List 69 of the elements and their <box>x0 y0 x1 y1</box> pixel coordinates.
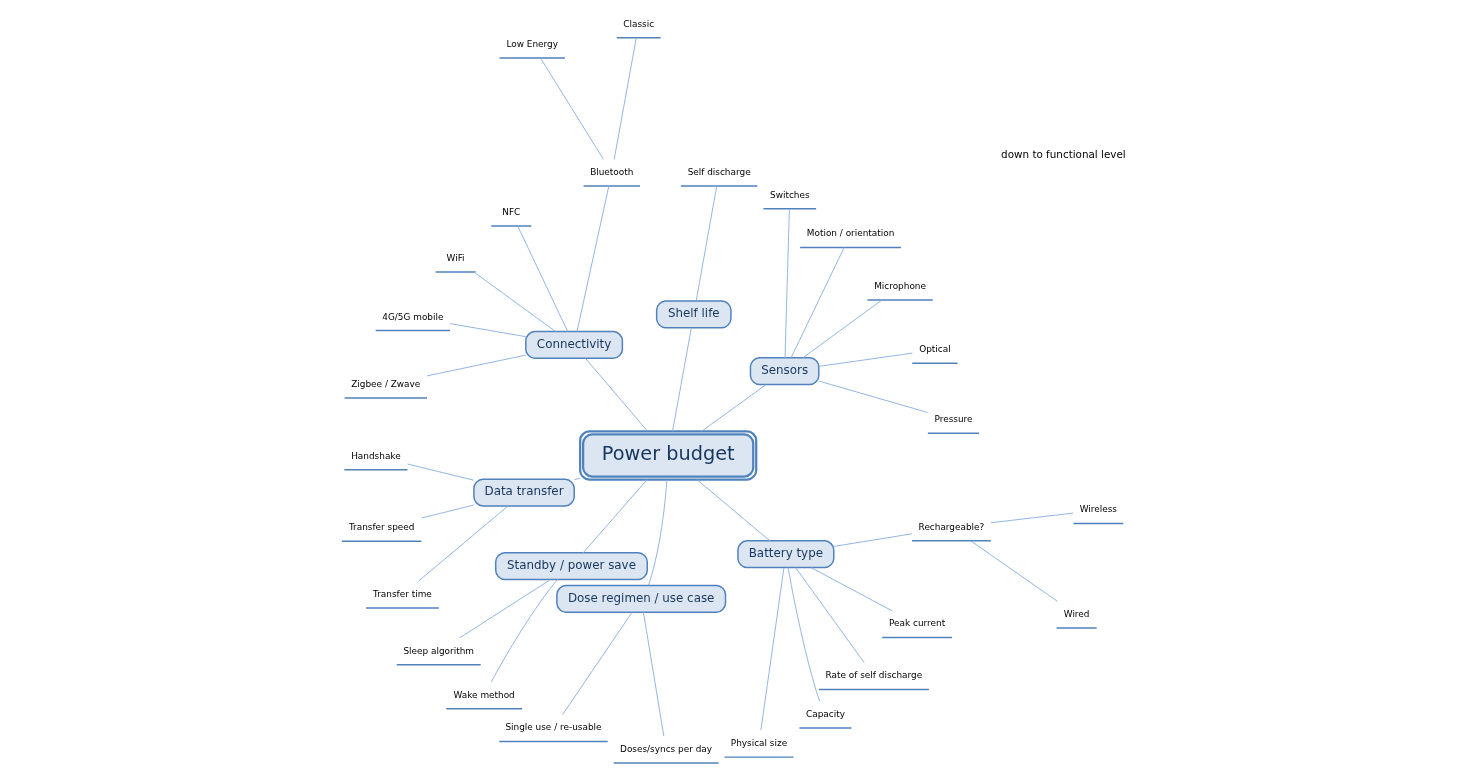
node-text: Physical size <box>730 738 787 749</box>
node-box: Data transfer <box>472 478 575 507</box>
connector <box>784 208 790 359</box>
node-text: Transfer time <box>372 588 432 599</box>
node-text: Microphone <box>873 281 926 291</box>
connector <box>582 479 647 554</box>
node-text: Wake method <box>453 689 515 700</box>
node-box: Standby / power save <box>494 552 648 581</box>
connector <box>810 567 892 612</box>
connector <box>420 504 474 519</box>
connector <box>426 354 526 377</box>
node-text: Doses/syncs per day <box>619 743 712 754</box>
node-text: Bluetooth <box>589 167 633 178</box>
connector <box>700 384 767 432</box>
connector <box>794 567 865 664</box>
connector <box>990 512 1074 524</box>
node-text: Motion / orientation <box>806 228 894 239</box>
node-text: Capacity <box>805 709 845 719</box>
node-text: Zigbee / Zwave <box>350 378 420 389</box>
connector <box>695 185 717 302</box>
node-text: Transfer speed <box>348 522 414 533</box>
node-box: Sensors <box>749 357 820 386</box>
connector <box>647 479 667 586</box>
node-text: Self discharge <box>687 166 751 177</box>
node-text: Classic <box>622 18 654 29</box>
node-text: Wireless <box>1079 504 1117 515</box>
connector <box>642 611 664 737</box>
connector <box>539 57 604 160</box>
node-box: Dose regimen / use case <box>555 584 726 613</box>
connector <box>449 323 526 338</box>
connector <box>417 505 508 582</box>
node-box: Battery type <box>736 540 834 569</box>
node-text: Low Energy <box>505 39 558 50</box>
node-text: Pressure <box>933 414 973 425</box>
connector <box>759 567 784 731</box>
node-text: NFC <box>501 206 520 217</box>
node-text: Rechargeable? <box>918 521 984 532</box>
connector <box>787 567 820 702</box>
node-text: Single use / re-usable <box>504 722 602 733</box>
node-text: Sleep algorithm <box>402 645 474 656</box>
connector <box>490 579 558 683</box>
node-text: Rate of self discharge <box>825 670 922 681</box>
connector <box>576 185 609 332</box>
connector <box>801 299 882 359</box>
connector <box>458 579 551 639</box>
connector <box>516 225 568 333</box>
connector <box>671 327 692 432</box>
node-text: Optical <box>918 344 951 355</box>
node-text: Peak current <box>888 618 945 629</box>
label: down to functional level <box>1000 148 1126 161</box>
node-box: Connectivity <box>524 330 623 360</box>
node-text: Handshake <box>350 450 401 461</box>
connector <box>584 357 648 432</box>
connector <box>561 611 632 716</box>
connector <box>613 37 637 160</box>
connector <box>696 479 770 542</box>
node-text: WiFi <box>446 253 465 264</box>
connector <box>473 271 556 332</box>
connector <box>573 477 580 481</box>
connector <box>969 540 1058 602</box>
node-box: Shelf life <box>655 300 732 329</box>
connector <box>817 380 928 413</box>
connector <box>817 352 913 367</box>
node-text: Wired <box>1063 609 1089 620</box>
connector <box>833 533 912 547</box>
connector <box>790 247 845 359</box>
connector <box>406 463 474 481</box>
node-text: 4G/5G mobile <box>381 311 443 322</box>
node-text: Switches <box>769 189 810 200</box>
